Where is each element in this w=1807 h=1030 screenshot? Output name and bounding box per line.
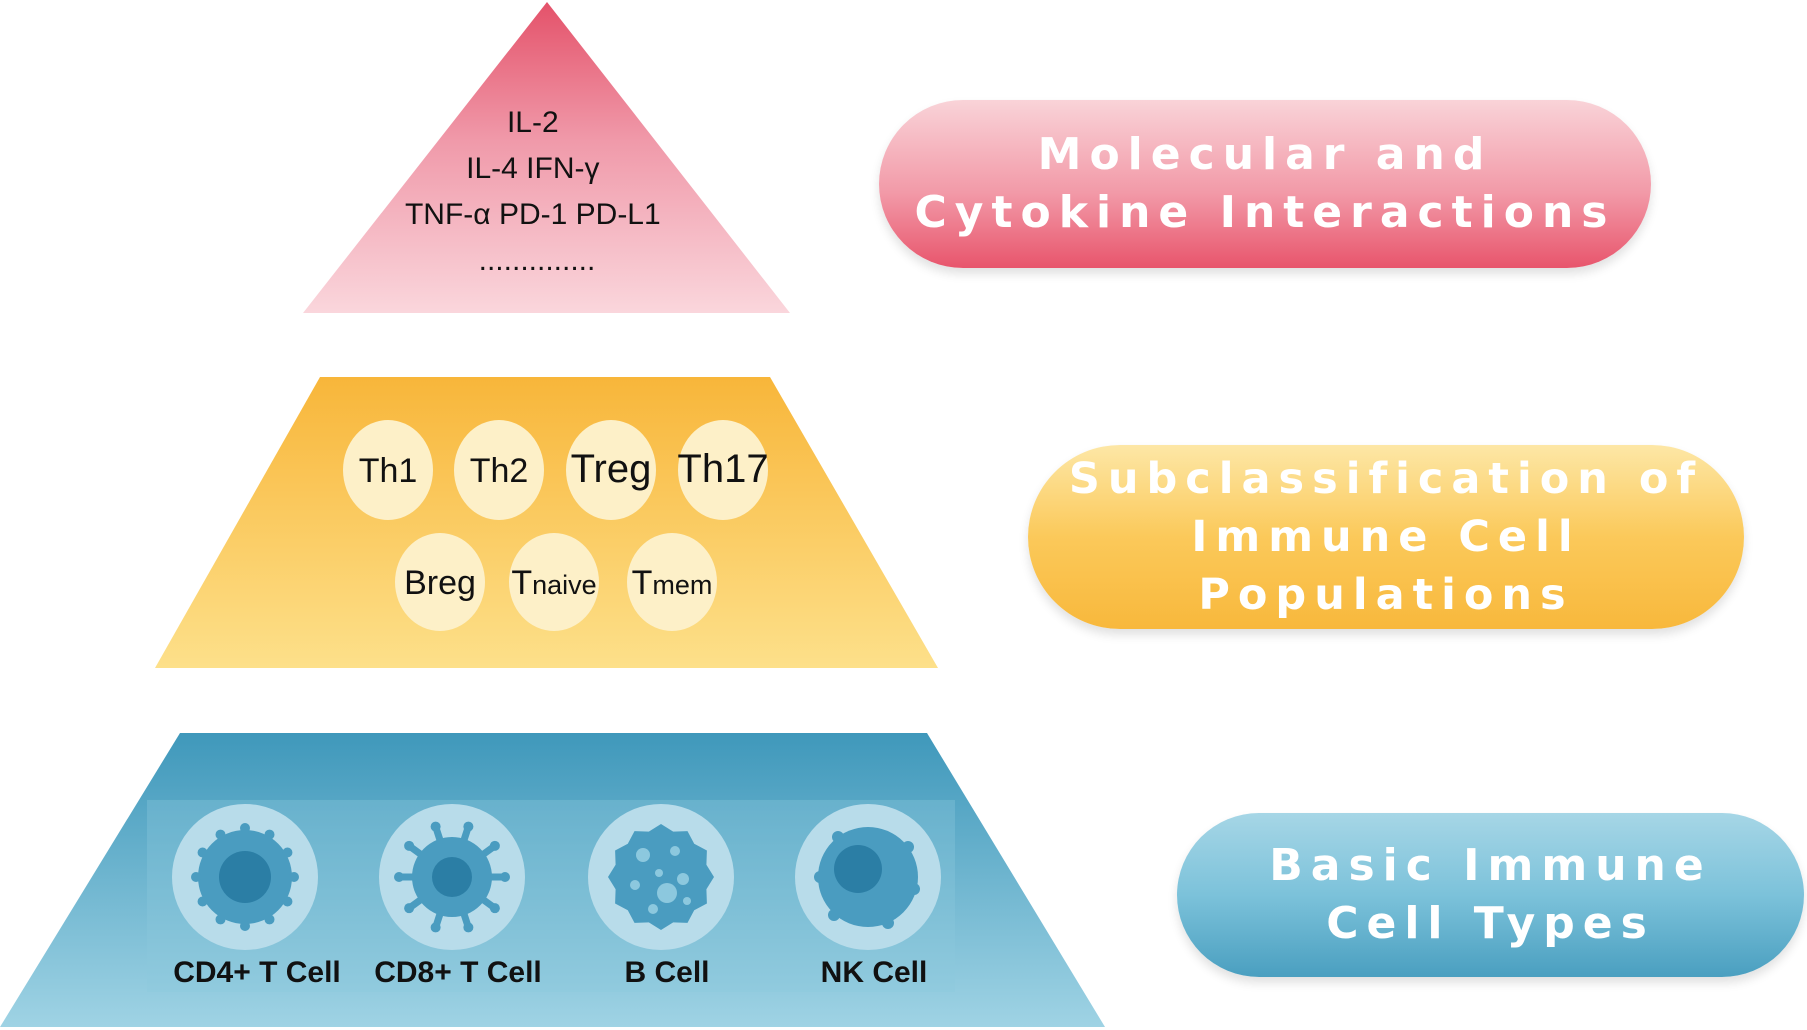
top-tier-content: IL-2 IL-4 IFN-γ TNF-α PD-1 PD-L1 .......… [405,106,669,277]
cell-spike-tip [404,903,415,914]
cell-nucleus [834,845,882,893]
bubble-label: Tmem [632,564,713,602]
cell-spike-tip [500,872,510,882]
top-content-line: TNF-α PD-1 PD-L1 [405,198,661,231]
cell-spike-tip [430,922,441,933]
label-molecular-cytokine-interactions: Molecular and Cytokine Interactions [879,100,1651,268]
cell-protrusion [882,917,894,929]
bubble-label: Th1 [359,452,418,490]
bubble-label: Breg [404,564,476,602]
bubble-shape [395,533,485,631]
pill-line: Immune Cell [1191,512,1581,562]
pyramid-top-tier [303,2,790,313]
pill-line: Molecular and [1037,129,1493,180]
subclass-bubble: Th17 [677,420,769,520]
cell-spike-tip [430,821,441,832]
bubble-label-main: T [632,564,653,602]
bubble-label-main: T [511,564,532,602]
subclass-bubble: Tmem [627,533,717,631]
cell-spike-tip [463,922,474,933]
pill-line: Cell Types [1326,898,1655,949]
bubble-label: Tnaive [511,564,596,602]
cell-protrusion [197,847,208,858]
cell-protrusion [828,909,840,921]
cell-spike-tip [463,821,474,832]
cell-granule [670,846,680,856]
top-content-line: .............. [479,244,596,277]
cell-protrusion [902,841,914,853]
cell-type: B Cell [588,804,734,989]
bubble-label: Th17 [677,447,768,491]
bubble-shape [678,420,768,520]
cell-protrusion [264,914,275,925]
cell-label: B Cell [624,956,709,989]
bubble-label: Th2 [470,452,529,490]
cell-type: NK Cell [795,804,941,989]
subclass-bubble: Th2 [454,420,544,520]
cell-granule [636,848,650,862]
pill-line: Subclassification of [1068,454,1704,504]
cell-nucleus [219,851,271,903]
cell-protrusion [215,829,226,840]
bubble-shape [343,420,433,520]
cell-granule [683,897,691,905]
cell-label: CD4+ T Cell [173,956,341,989]
bubble-shape [509,533,599,631]
subclass-bubble: Breg [395,533,485,631]
cell-protrusion [282,847,293,858]
subclass-bubble: Th1 [343,420,433,520]
cell-protrusion [814,871,826,883]
bubble-shape [627,533,717,631]
basic-cell-types: CD4+ T Cell CD8+ T Cell B Cell NK Cell [172,804,941,989]
subclass-bubble: Tnaive [509,533,599,631]
cell-protrusion [240,823,250,833]
cell-protrusion [289,872,299,882]
cd8-t-cell-icon [379,804,525,950]
cell-label: CD8+ T Cell [374,956,542,989]
cell-granule [648,904,658,914]
cell-granule [677,873,689,885]
cell-protrusion [282,896,293,907]
cell-type: CD8+ T Cell [374,804,542,989]
pill-line: Cytokine Interactions [914,187,1616,238]
cell-spike-tip [404,840,415,851]
cell-granule [655,869,663,877]
cell-spike-tip [489,903,500,914]
cell-protrusion [908,883,920,895]
b-cell-icon [588,804,734,950]
cell-nucleus [432,857,472,897]
label-subclassification-populations: Subclassification of Immune Cell Populat… [1028,445,1744,629]
top-content-line: IL-2 [507,106,559,139]
cell-spike-tip [394,872,404,882]
top-content-line: IL-4 IFN-γ [466,152,599,185]
bubble-label-sub: naive [532,570,597,600]
cell-protrusion [215,914,226,925]
cell-protrusion [197,896,208,907]
cd4-t-cell-icon [172,804,318,950]
nk-cell-icon [795,804,941,950]
pill-line: Populations [1198,570,1574,620]
cell-granule [630,880,640,890]
cell-protrusion [264,829,275,840]
cell-protrusion [240,921,250,931]
pill-line: Basic Immune [1269,840,1712,891]
bubble-label-main: Breg [404,564,476,602]
pyramid-bottom-tier [0,733,1105,1027]
bubble-shape [454,420,544,520]
label-basic-immune-cell-types: Basic Immune Cell Types [1177,813,1804,977]
subclass-bubble: Treg [566,420,656,520]
cell-type: CD4+ T Cell [172,804,341,989]
cell-spike-tip [489,840,500,851]
cell-label: NK Cell [821,956,928,989]
bubble-shape [566,420,656,520]
cell-granule [657,883,677,903]
bubble-label-sub: mem [652,570,712,600]
cell-protrusion [191,872,201,882]
cell-protrusion [832,831,844,843]
bubble-label: Treg [571,447,652,491]
